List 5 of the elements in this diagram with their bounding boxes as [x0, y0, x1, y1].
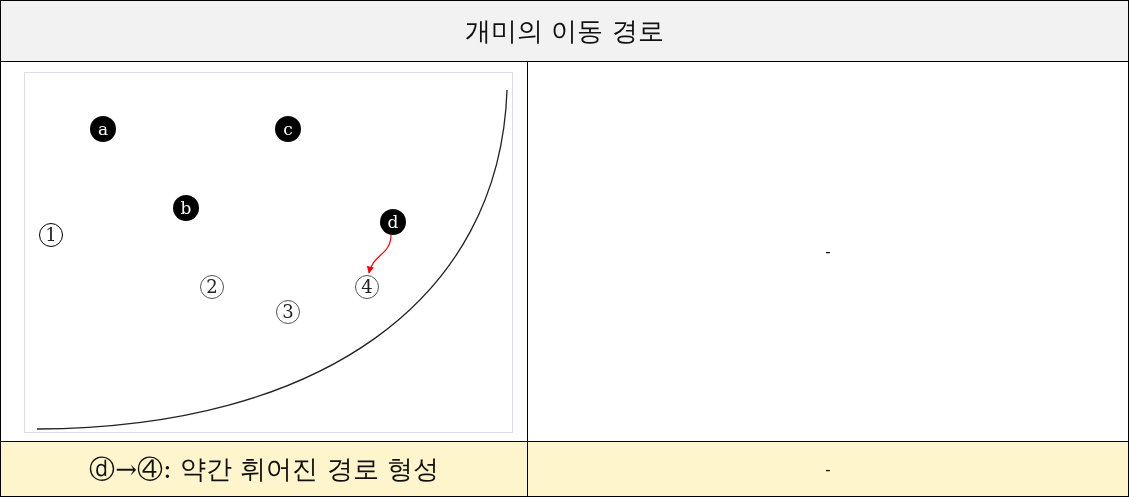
result-text: ⓓ→④: 약간 휘어진 경로 형성	[89, 452, 439, 486]
cell-text: -	[825, 459, 831, 479]
arrow	[367, 234, 392, 274]
table-title: 개미의 이동 경로	[465, 14, 664, 48]
cell-text: -	[825, 242, 831, 261]
